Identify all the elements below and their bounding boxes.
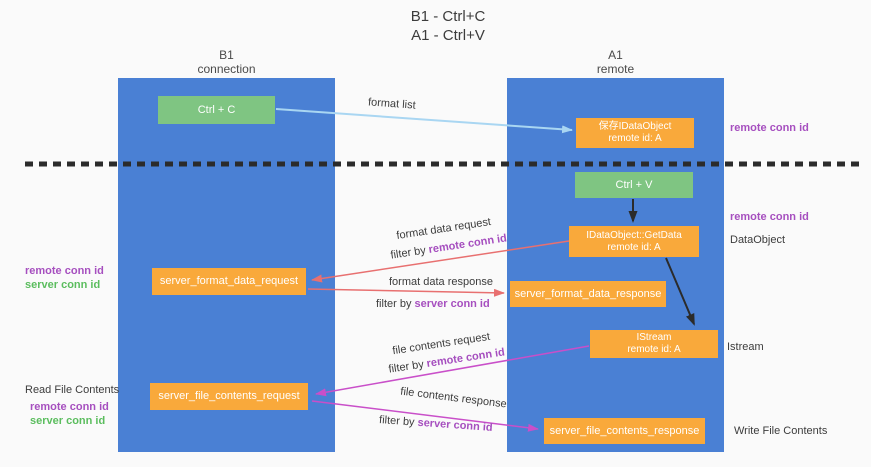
label-filter-by-text: filter by xyxy=(389,244,430,262)
label-filter-by-text: filter by xyxy=(376,298,415,310)
node-ctrl-v-label: Ctrl + V xyxy=(615,178,653,191)
lifeline-header-b1: B1 connection xyxy=(118,48,335,76)
node-format-response-label: server_format_data_response xyxy=(514,287,662,300)
node-istream-line1: IStream xyxy=(636,332,672,343)
label-remote-conn-id: remote conn id xyxy=(427,232,508,256)
node-server-format-data-request: server_format_data_request xyxy=(152,268,306,295)
side-label-remote-conn-id: remote conn id xyxy=(25,265,104,277)
node-store-idataobject: 保存IDataObject remote id: A xyxy=(576,118,694,148)
label-filter-by-text: filter by xyxy=(387,358,428,376)
label-file-contents-response: file contents response xyxy=(399,385,508,411)
label-server-conn-id: server conn id xyxy=(414,298,490,310)
node-istream: IStream remote id: A xyxy=(590,330,718,358)
node-idataobject-getdata: IDataObject::GetData remote id: A xyxy=(569,226,699,257)
label-server-conn-id: server conn id xyxy=(417,416,493,434)
node-getdata-line2: remote id: A xyxy=(607,241,661,253)
node-ctrl-c: Ctrl + C xyxy=(158,96,275,124)
label-filter-server-1: filter by server conn id xyxy=(376,298,490,310)
node-store-idataobject-line2: remote id: A xyxy=(608,133,662,144)
side-label-conn-ids-2: remote conn id server conn id xyxy=(30,400,109,428)
lifeline-a1-subtitle: remote xyxy=(596,62,635,76)
side-label-remote-conn-id-1: remote conn id xyxy=(730,122,809,134)
side-label-remote-conn-id-2: remote conn id xyxy=(730,211,809,223)
label-filter-by-text: filter by xyxy=(378,414,418,429)
lifeline-a1-name: A1 xyxy=(608,48,623,62)
side-label-server-conn-id: server conn id xyxy=(25,279,101,291)
side-label-remote-conn-id: remote conn id xyxy=(30,401,109,413)
side-label-server-conn-id: server conn id xyxy=(30,415,106,427)
side-label-dataobject: DataObject xyxy=(730,234,786,246)
lifeline-header-a1: A1 remote xyxy=(507,48,724,76)
side-label-read-file-contents: Read File Contents xyxy=(25,384,120,396)
side-label-istream: Istream xyxy=(727,341,764,353)
label-format-data-response: format data response xyxy=(389,276,493,288)
node-server-file-contents-request: server_file_contents_request xyxy=(150,383,308,410)
title-line-2: A1 - Ctrl+V xyxy=(411,27,485,44)
lifeline-b1-name: B1 xyxy=(219,48,234,62)
side-label-conn-ids-1: remote conn id server conn id xyxy=(25,264,104,292)
title-line-1: B1 - Ctrl+C xyxy=(410,8,486,25)
arrow-format-data-response xyxy=(307,288,505,297)
node-getdata-line1: IDataObject::GetData xyxy=(586,229,682,241)
node-ctrl-c-label: Ctrl + C xyxy=(197,103,236,116)
node-istream-line2: remote id: A xyxy=(627,344,681,355)
diagram-title: B1 - Ctrl+C A1 - Ctrl+V xyxy=(338,7,558,45)
node-file-response-label: server_file_contents_response xyxy=(549,424,700,437)
label-format-list: format list xyxy=(367,96,417,112)
node-format-request-label: server_format_data_request xyxy=(159,275,299,287)
node-store-idataobject-line1: 保存IDataObject xyxy=(598,121,672,132)
node-server-file-contents-response: server_file_contents_response xyxy=(544,418,705,444)
side-label-write-file-contents: Write File Contents xyxy=(734,425,828,437)
node-server-format-data-response: server_format_data_response xyxy=(510,281,666,307)
label-filter-server-2: filter by server conn id xyxy=(379,414,493,434)
lifeline-b1-subtitle: connection xyxy=(197,62,256,76)
node-file-request-label: server_file_contents_request xyxy=(158,390,300,402)
node-ctrl-v: Ctrl + V xyxy=(575,172,693,198)
